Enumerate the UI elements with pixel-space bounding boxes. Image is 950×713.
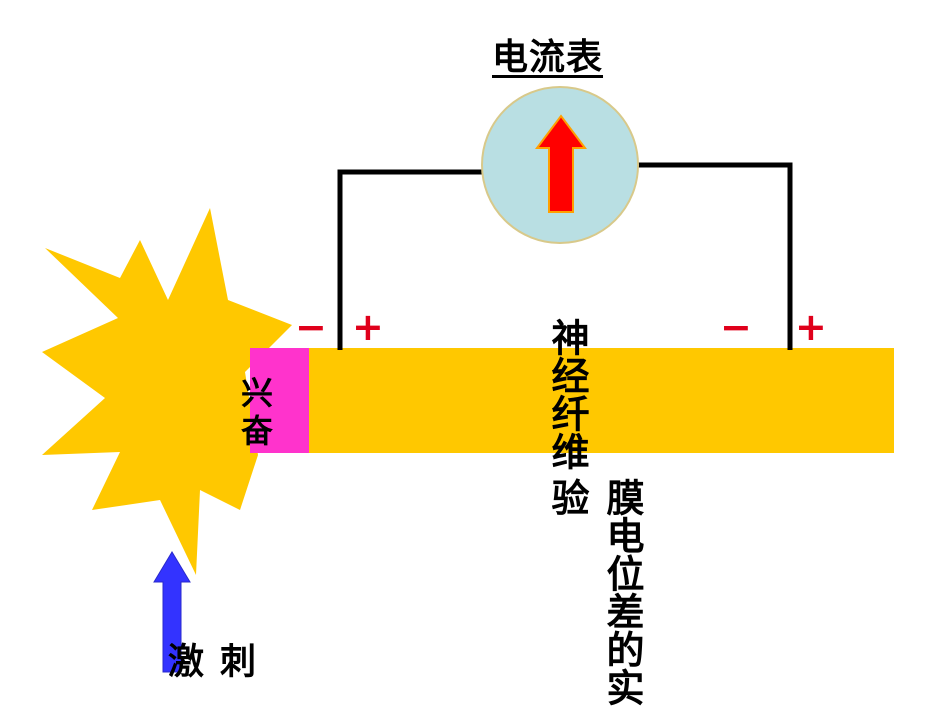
wire-right xyxy=(638,162,793,350)
right-minus-sign: − xyxy=(720,305,752,349)
excitation-label: 兴奋 xyxy=(236,376,274,452)
stimulus-arrow-icon xyxy=(153,551,191,673)
caption-label: 膜电位差的实验 xyxy=(545,478,644,706)
nerve-fiber xyxy=(250,348,894,453)
nerve-fiber-label: 神经纤维 xyxy=(545,318,589,470)
left-plus-sign: + xyxy=(352,305,384,349)
ammeter-title: 电流表 xyxy=(492,37,604,78)
right-plus-sign: + xyxy=(795,305,827,349)
starburst-icon xyxy=(42,208,292,575)
wire-left xyxy=(337,169,484,350)
left-minus-sign: − xyxy=(295,305,327,349)
excited-region xyxy=(250,348,309,453)
ammeter-needle-icon xyxy=(535,114,587,213)
stimulus-label: 刺激 xyxy=(162,642,255,678)
